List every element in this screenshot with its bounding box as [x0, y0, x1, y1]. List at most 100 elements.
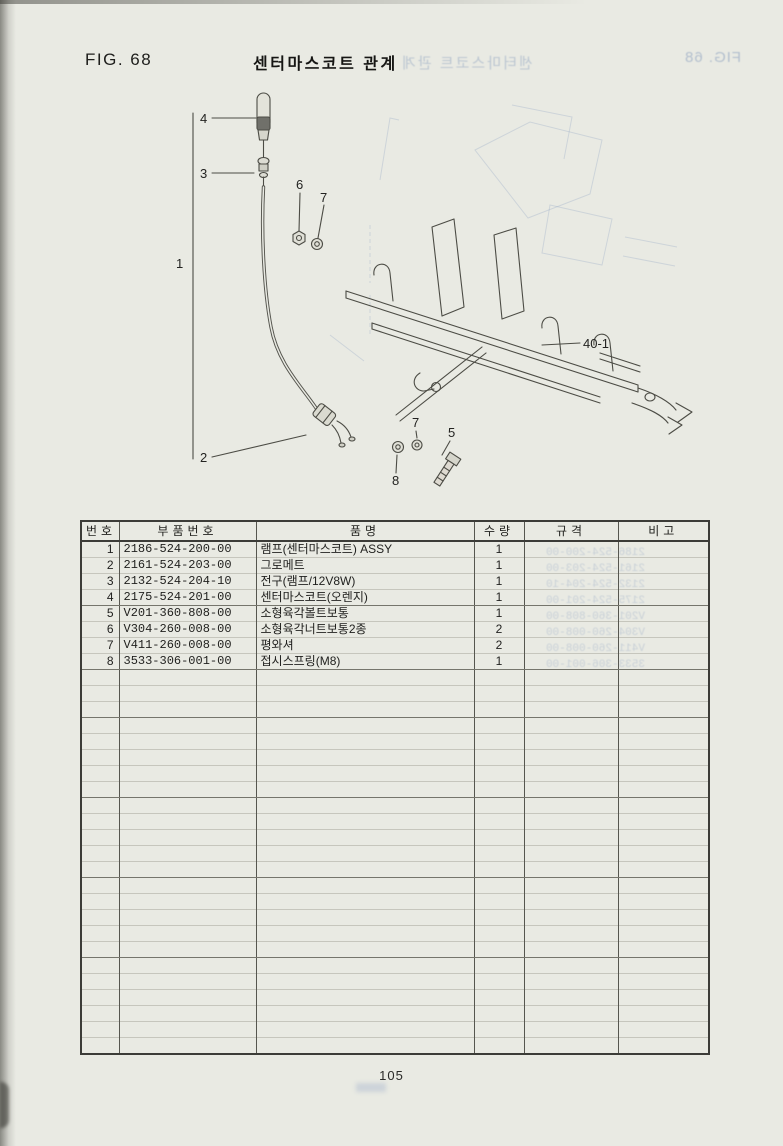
diagram-linework: [192, 92, 693, 487]
cell-name: 전구(램프/12V8W): [255, 573, 474, 590]
empty-row: [80, 893, 709, 910]
empty-row: [80, 989, 709, 1006]
column-header-spec: 규격: [523, 521, 618, 542]
cell-remark: [617, 573, 709, 590]
cell-name: 소형육각볼트보통: [255, 605, 474, 622]
cell-no: 7: [80, 637, 119, 654]
cell-part-no: 2175-524-201-00: [118, 589, 256, 606]
cell-name: 센터마스코트(오렌지): [255, 589, 474, 606]
cell-part-no: 2186-524-200-00: [118, 540, 256, 558]
cell-no: 2: [80, 557, 119, 574]
empty-row: [80, 829, 709, 846]
empty-row: [80, 941, 709, 958]
page-number: 105: [379, 1068, 404, 1083]
column-header-no: 번호: [80, 521, 119, 542]
cell-part-no: 2161-524-203-00: [118, 557, 256, 574]
cell-no: 4: [80, 589, 119, 606]
cell-spec: [523, 637, 618, 654]
cell-remark: [617, 621, 709, 638]
table-row: 2 2161-524-203-00 그로메트 1: [80, 557, 709, 574]
callout-3: 3: [200, 166, 207, 181]
table-row: 7 V411-260-008-00 평와셔 2: [80, 637, 709, 654]
empty-row: [80, 1021, 709, 1038]
callout-2: 2: [200, 450, 207, 465]
callout-6: 6: [296, 177, 303, 192]
empty-row: [80, 957, 709, 974]
empty-row: [80, 717, 709, 734]
cell-no: 1: [80, 540, 119, 558]
empty-row: [80, 701, 709, 718]
cell-name: 평와셔: [255, 637, 474, 654]
empty-row: [80, 1037, 709, 1054]
bleed-title: 센터마스코트 관계: [400, 55, 533, 72]
bleed-figure-label: FIG. 68: [683, 49, 741, 66]
empty-row: [80, 1005, 709, 1022]
empty-row: [80, 925, 709, 942]
table-header-row: 번호 부품번호 품명 수량 규격 비고: [80, 521, 709, 542]
cell-spec: [523, 540, 618, 558]
callout-7-bottom: 7: [412, 415, 419, 430]
cell-spec: [523, 573, 618, 590]
cell-remark: [617, 540, 709, 558]
table-row: 1 2186-524-200-00 램프(센터마스코트) ASSY 1: [80, 540, 709, 558]
cell-part-no: V201-360-808-00: [118, 605, 256, 622]
parts-diagram: 4 3 1 2 6 7 40-1 8 7 5: [176, 92, 693, 488]
cell-remark: [617, 637, 709, 654]
empty-row: [80, 797, 709, 814]
column-header-remark: 비고: [617, 521, 709, 542]
callout-1: 1: [176, 256, 183, 271]
empty-row: [80, 749, 709, 766]
cell-part-no: 3533-306-001-00: [118, 653, 256, 670]
cell-spec: [523, 621, 618, 638]
table-row: 3 2132-524-204-10 전구(램프/12V8W) 1: [80, 573, 709, 590]
scan-edge-left: [0, 0, 16, 1146]
cell-name: 소형육각너트보통2종: [255, 621, 474, 638]
cell-no: 8: [80, 653, 119, 670]
cell-name: 그로메트: [255, 557, 474, 574]
figure-label: FIG. 68: [85, 50, 153, 69]
page-title: 센터마스코트 관계: [253, 56, 398, 73]
empty-row: [80, 861, 709, 878]
empty-row: [80, 781, 709, 798]
empty-row: [80, 813, 709, 830]
cell-qty: 1: [473, 540, 524, 558]
callout-5: 5: [448, 425, 455, 440]
empty-row: [80, 685, 709, 702]
empty-row: [80, 669, 709, 686]
cell-no: 5: [80, 605, 119, 622]
cell-remark: [617, 557, 709, 574]
bleed-smudge: [356, 1083, 386, 1092]
cell-qty: 1: [473, 557, 524, 574]
empty-row: [80, 765, 709, 782]
cell-qty: 1: [473, 605, 524, 622]
cell-qty: 2: [473, 637, 524, 654]
parts-table: 번호 부품번호 품명 수량 규격 비고 1 2186-524-200-00 램프…: [80, 520, 710, 1055]
callout-8: 8: [392, 473, 399, 488]
empty-row: [80, 733, 709, 750]
cell-qty: 1: [473, 573, 524, 590]
table-row: 6 V304-260-008-00 소형육각너트보통2종 2: [80, 621, 709, 638]
column-header-name: 품명: [255, 521, 474, 542]
callout-4: 4: [200, 111, 207, 126]
empty-row: [80, 909, 709, 926]
cell-spec: [523, 605, 618, 622]
empty-row: [80, 845, 709, 862]
cell-qty: 2: [473, 621, 524, 638]
cell-name: 접시스프링(M8): [255, 653, 474, 670]
callout-40-1: 40-1: [583, 336, 609, 351]
cell-part-no: 2132-524-204-10: [118, 573, 256, 590]
table-row: 4 2175-524-201-00 센터마스코트(오렌지) 1: [80, 589, 709, 606]
column-header-part-no: 부품번호: [118, 521, 256, 542]
cell-remark: [617, 605, 709, 622]
column-header-qty: 수량: [473, 521, 524, 542]
cell-no: 6: [80, 621, 119, 638]
cell-part-no: V304-260-008-00: [118, 621, 256, 638]
table-row: 5 V201-360-808-00 소형육각볼트보통 1: [80, 605, 709, 622]
cell-spec: [523, 557, 618, 574]
empty-row: [80, 973, 709, 990]
scan-blotch: [0, 1082, 9, 1128]
callout-7-top: 7: [320, 190, 327, 205]
scan-edge-top: [0, 0, 783, 4]
cell-part-no: V411-260-008-00: [118, 637, 256, 654]
